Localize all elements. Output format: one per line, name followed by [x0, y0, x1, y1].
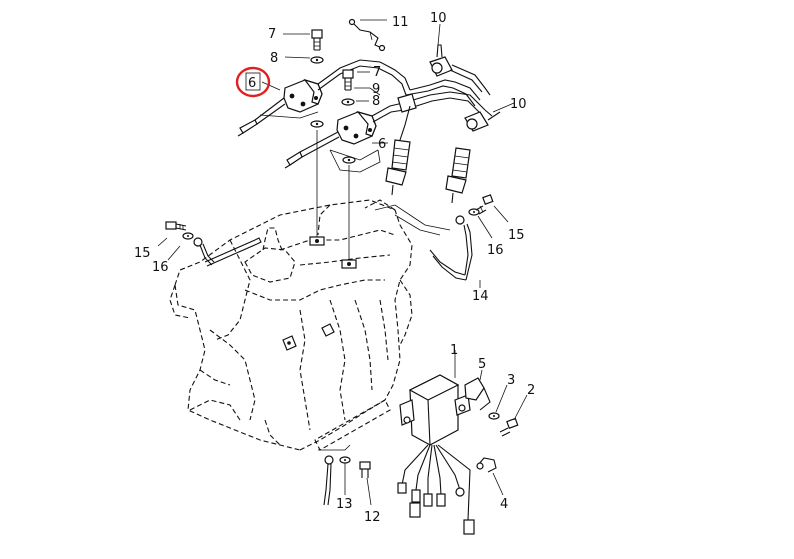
ignition-coil-lower [284, 102, 405, 173]
ground-lead-left [193, 237, 215, 266]
callout-16-right: 16 [487, 243, 504, 258]
callout-2: 2 [527, 383, 535, 398]
washer-8-upper [310, 56, 324, 64]
dowel-pin [204, 237, 262, 267]
bolt-15-right [475, 194, 494, 215]
clamp-11 [348, 18, 386, 52]
clip-4 [476, 457, 497, 473]
spark-plug-right [445, 147, 471, 204]
block-bosses [282, 236, 357, 351]
highlighted-callout-6[interactable]: 6 [235, 66, 271, 98]
bolt-2 [499, 417, 519, 437]
callout-7-upper: 7 [268, 27, 276, 42]
leader-lines [157, 19, 528, 506]
callout-8-lower: 8 [372, 94, 380, 109]
callout-12: 12 [364, 510, 381, 525]
callout-10-lower: 10 [510, 97, 527, 112]
ground-cable-bottom [318, 444, 351, 506]
high-tension-cord [397, 79, 486, 141]
bolt-15-left [165, 221, 187, 231]
bolt-7-lower [342, 69, 354, 91]
washer-3 [488, 412, 500, 420]
callout-6-box [245, 72, 261, 91]
callout-8-upper: 8 [270, 51, 278, 66]
bracket-5 [464, 377, 491, 411]
callout-15-right: 15 [508, 228, 525, 243]
callout-11: 11 [392, 15, 409, 30]
callout-6-upper: 6 [248, 76, 256, 91]
callout-labels: 7 8 7 8 9 6 11 10 10 15 16 14 15 16 1 5 … [134, 11, 535, 525]
cdi-unit-1 [397, 374, 475, 535]
spark-plug-cap-10-lower [464, 109, 501, 132]
callout-14: 14 [472, 289, 489, 304]
washer-13 [339, 456, 351, 464]
callout-6-lower: 6 [378, 137, 386, 152]
callout-9: 9 [372, 82, 380, 97]
engine-block-outline [169, 199, 413, 451]
callout-7-lower: 7 [373, 65, 381, 80]
spark-plug-cap-10-upper [429, 44, 491, 96]
bolt-12 [359, 461, 371, 478]
washer-8-lower [341, 98, 355, 106]
reference-lines [316, 130, 350, 260]
callout-13: 13 [336, 497, 353, 512]
callout-4: 4 [500, 497, 508, 512]
callout-10-upper: 10 [430, 11, 447, 26]
callout-3: 3 [507, 373, 515, 388]
ignition-coil-upper [237, 59, 411, 137]
lead-wire-14 [374, 204, 473, 281]
bolt-7-upper [311, 29, 323, 51]
spark-plug-left [385, 139, 411, 196]
washer-16-right [468, 208, 480, 216]
washer-lower [342, 156, 356, 164]
washer-16-left [182, 232, 194, 240]
callout-1: 1 [450, 343, 458, 358]
callout-5: 5 [478, 357, 486, 372]
callout-15-left: 15 [134, 246, 151, 261]
washer-upper [310, 120, 324, 128]
highlight-ring [235, 66, 271, 98]
callout-16-left: 16 [152, 260, 169, 275]
